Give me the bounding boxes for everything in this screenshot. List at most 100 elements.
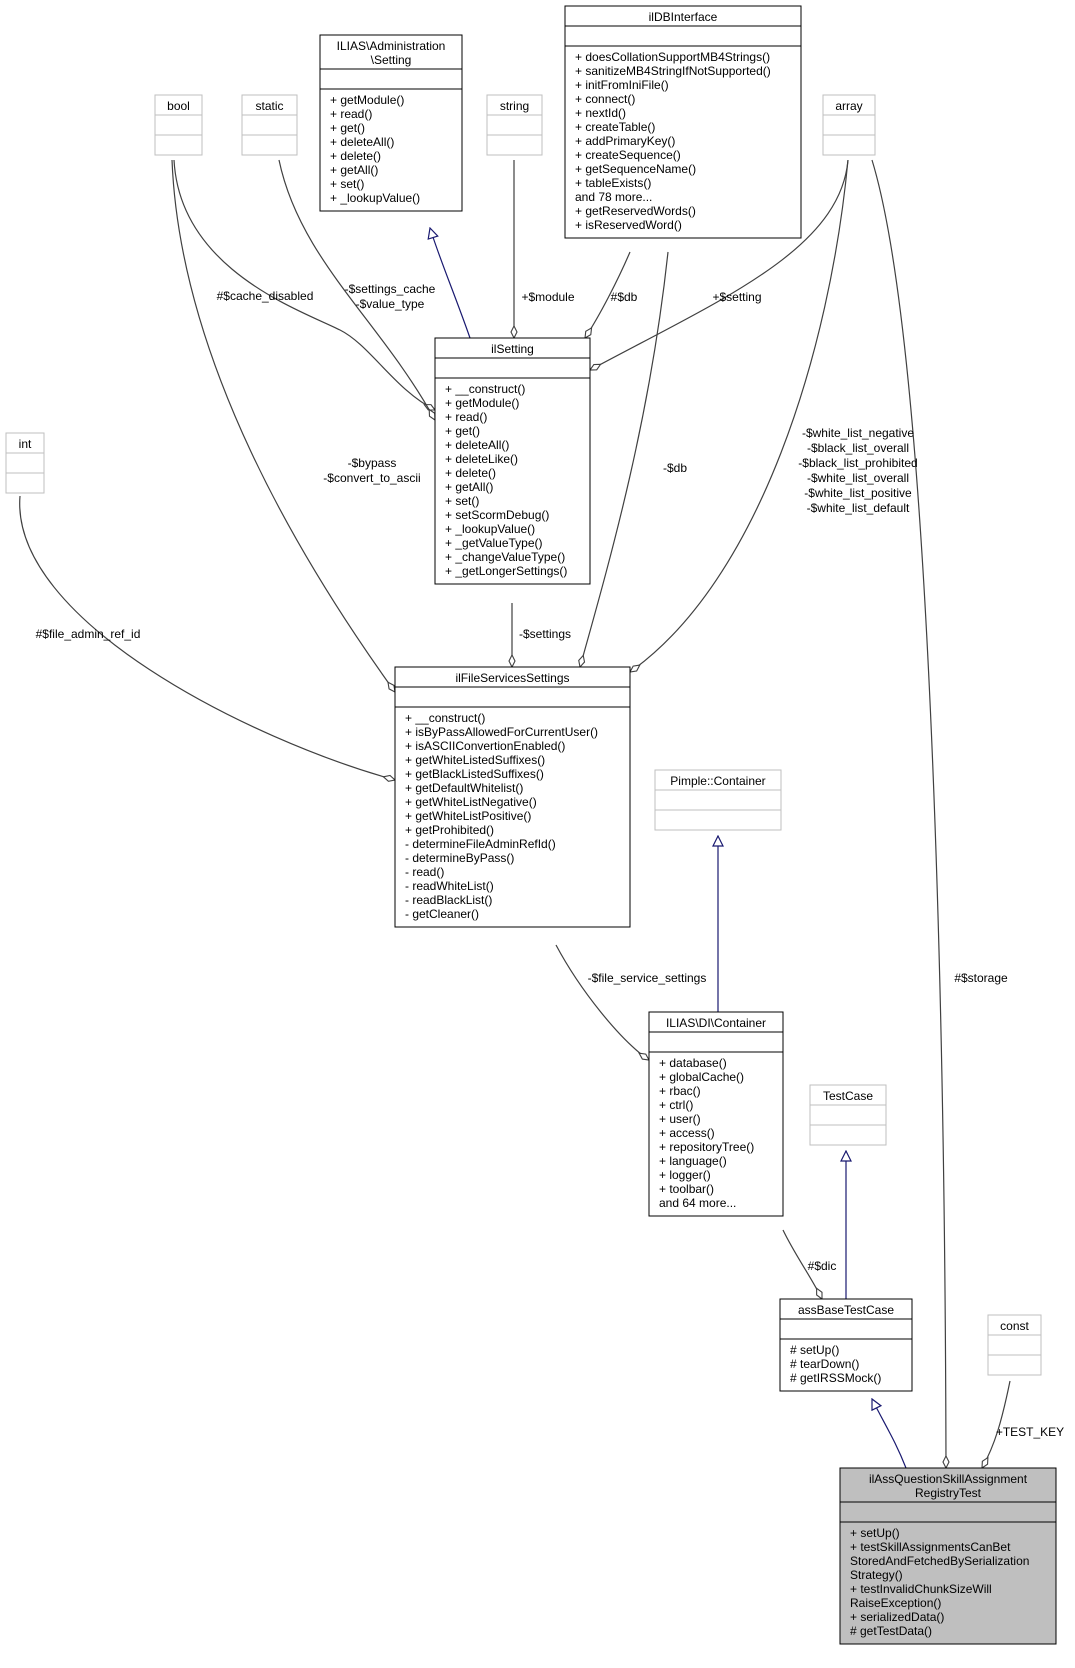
class-method: + get() — [445, 424, 480, 438]
class-method: # getTestData() — [850, 1624, 932, 1638]
edge-label-db-fss: -$db — [663, 461, 687, 475]
class-box — [241, 94, 298, 156]
class-static[interactable]: static — [241, 94, 298, 156]
class-method: + testInvalidChunkSizeWill — [850, 1582, 992, 1596]
edge-file-service-settings — [555, 944, 649, 1060]
class-method: + connect() — [575, 92, 635, 106]
class-ilias-di-container[interactable]: ILIAS\DI\Container+ database()+ globalCa… — [648, 1011, 784, 1217]
edge-dic — [782, 1229, 822, 1299]
class-method: + getBlackListedSuffixes() — [405, 767, 544, 781]
class-title: ilDBInterface — [649, 10, 718, 24]
edge-label-white-list: -$white_list_overall — [807, 471, 909, 485]
class-title: \Setting — [371, 53, 412, 67]
class-title: bool — [167, 99, 190, 113]
class-method: # getIRSSMock() — [790, 1371, 881, 1385]
class-box — [839, 1467, 1057, 1645]
class-ilfileservicessettings[interactable]: ilFileServicesSettings + __construct()+ i… — [394, 666, 631, 928]
edge-main-inherits-base — [872, 1399, 907, 1469]
class-box — [434, 337, 591, 585]
class-method: + access() — [659, 1126, 715, 1140]
class-title: const — [1000, 1319, 1029, 1333]
class-title: static — [255, 99, 283, 113]
class-box — [486, 94, 543, 156]
class-title: RegistryTest — [915, 1486, 982, 1500]
class-title: ilAssQuestionSkillAssignment — [869, 1472, 1028, 1486]
class-method: + get() — [330, 121, 365, 135]
edge-test-key — [982, 1380, 1011, 1468]
class-box — [809, 1084, 887, 1146]
class-array[interactable]: array — [822, 94, 876, 156]
class-title: ILIAS\Administration — [337, 39, 446, 53]
class-box — [394, 666, 631, 928]
edge-label-module: +$module — [521, 290, 574, 304]
class-bool[interactable]: bool — [154, 94, 203, 156]
edge-label-storage: #$storage — [954, 971, 1008, 985]
edge-labels-layer: #$cache_disabled-$settings_cache-$value_… — [36, 282, 1065, 1439]
class-method: + nextId() — [575, 106, 626, 120]
class-title: Pimple::Container — [670, 774, 765, 788]
class-main[interactable]: ilAssQuestionSkillAssignmentRegistryTest… — [839, 1467, 1057, 1645]
edge-label-white-list: -$white_list_negative — [802, 426, 914, 440]
class-method: + repositoryTree() — [659, 1140, 754, 1154]
class-method: + getAll() — [445, 480, 493, 494]
class-box — [822, 94, 876, 156]
edge-label-test-key: +TEST_KEY — [996, 1425, 1064, 1439]
class-method: - readBlackList() — [405, 893, 492, 907]
class-title: assBaseTestCase — [798, 1303, 894, 1317]
edge-setting-array — [590, 159, 849, 370]
class-method: + globalCache() — [659, 1070, 744, 1084]
class-method: + isReservedWord() — [575, 218, 682, 232]
edge-white-list — [630, 159, 849, 672]
class-ilias-admin-setting[interactable]: ILIAS\Administration\Setting + getModule(… — [319, 34, 463, 212]
class-string[interactable]: string — [486, 94, 543, 156]
class-assbasetestcase[interactable]: assBaseTestCase# setUp()# tearDown()# ge… — [779, 1298, 913, 1392]
class-method: + read() — [445, 410, 487, 424]
class-method: RaiseException() — [850, 1596, 941, 1610]
edge-label-bypass: -$convert_to_ascii — [323, 471, 420, 485]
class-method: # tearDown() — [790, 1357, 859, 1371]
class-method: + __construct() — [405, 711, 485, 725]
edge-label-file-service-settings: -$file_service_settings — [588, 971, 707, 985]
edge-label-white-list: -$black_list_prohibited — [798, 456, 917, 470]
class-method: + setUp() — [850, 1526, 900, 1540]
class-method: - getCleaner() — [405, 907, 479, 921]
class-pimple-container[interactable]: Pimple::Container — [654, 769, 782, 831]
edge-storage — [871, 159, 946, 1468]
class-ildbinterface[interactable]: ilDBInterface+ doesCollationSupportMB4St… — [564, 5, 802, 239]
class-method: + _lookupValue() — [330, 191, 420, 205]
class-title: string — [500, 99, 529, 113]
edge-label-settings-cache: -$value_type — [356, 297, 425, 311]
class-method: + isByPassAllowedForCurrentUser() — [405, 725, 598, 739]
class-box — [319, 34, 463, 212]
class-box — [654, 769, 782, 831]
class-title: array — [835, 99, 862, 113]
class-method: + database() — [659, 1056, 727, 1070]
class-testcase[interactable]: TestCase — [809, 1084, 887, 1146]
edge-label-cache-disabled: #$cache_disabled — [217, 289, 314, 303]
edge-label-file-admin: #$file_admin_ref_id — [36, 627, 141, 641]
class-method: + getWhiteListedSuffixes() — [405, 753, 545, 767]
class-method: + createSequence() — [575, 148, 681, 162]
class-method: - readWhiteList() — [405, 879, 494, 893]
edge-label-white-list: -$white_list_positive — [804, 486, 912, 500]
class-const[interactable]: const — [987, 1314, 1042, 1376]
class-method: + initFromIniFile() — [575, 78, 669, 92]
class-method: + read() — [330, 107, 372, 121]
class-method: and 64 more... — [659, 1196, 736, 1210]
class-method: + logger() — [659, 1168, 711, 1182]
class-method: + sanitizeMB4StringIfNotSupported() — [575, 64, 771, 78]
edge-setting-inherits-admin — [430, 228, 471, 339]
class-method: + getReservedWords() — [575, 204, 696, 218]
class-title: ilFileServicesSettings — [455, 671, 569, 685]
class-method: + language() — [659, 1154, 727, 1168]
class-method: + getModule() — [330, 93, 404, 107]
class-method: + set() — [330, 177, 364, 191]
edge-label-db-setting: #$db — [611, 290, 638, 304]
class-int[interactable]: int — [5, 432, 45, 494]
class-ilsetting[interactable]: ilSetting+ __construct()+ getModule()+ r… — [434, 337, 591, 585]
class-method: + createTable() — [575, 120, 655, 134]
edge-label-dic: #$dic — [808, 1259, 837, 1273]
class-method: and 78 more... — [575, 190, 652, 204]
edge-label-white-list: -$black_list_overall — [807, 441, 909, 455]
